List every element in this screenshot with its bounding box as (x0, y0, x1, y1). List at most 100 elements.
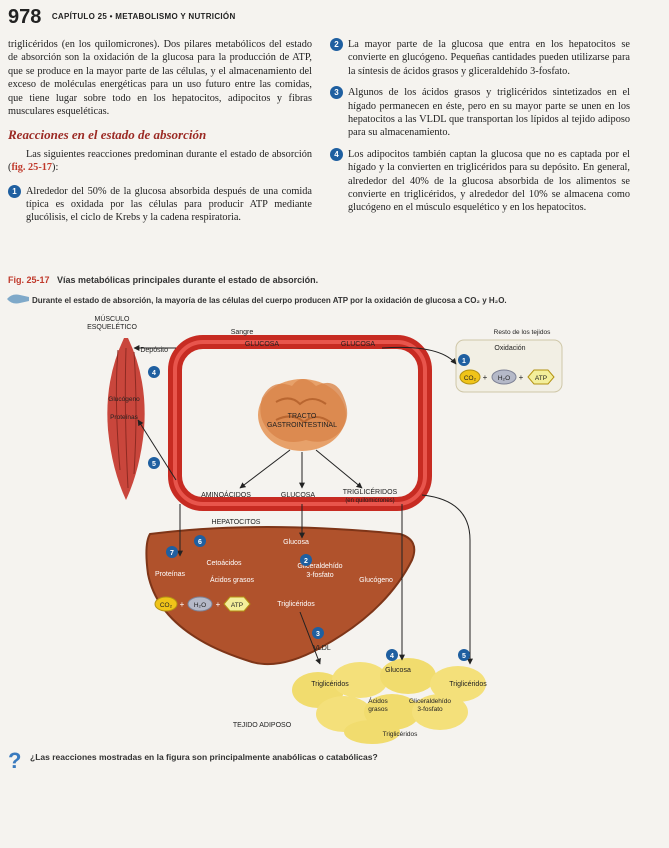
glucose-top-left: GLUCOSA (245, 341, 280, 348)
adipose-tg-right: Triglicéridos (449, 681, 487, 688)
liver-plus-2: + (216, 600, 221, 609)
paragraph-2-text: Las siguientes reacciones predominan dur… (8, 148, 312, 174)
figure-question: ¿Las reacciones mostradas en la figura s… (30, 752, 378, 762)
arrow-tg-adipose (421, 494, 473, 665)
plus-1: + (483, 373, 488, 382)
arrow-vldl (299, 611, 321, 665)
figure-reference-link[interactable]: fig. 25-17 (11, 162, 53, 174)
list-item-4: 4 Los adipocitos también captan la gluco… (330, 147, 630, 215)
badge-5-adipose-text: 5 (462, 653, 466, 660)
liver-atp-molecule (223, 596, 251, 612)
badge-6-liver (194, 535, 206, 547)
paragraph-2: Las siguientes reacciones predominan dur… (8, 148, 312, 175)
figure-note: Durante el estado de absorción, la mayor… (32, 296, 507, 305)
liver-atp-text: ATP (231, 602, 243, 609)
fatty-acids-label: Ácidos grasos (210, 575, 254, 584)
muscle-label-1: MÚSCULO (94, 314, 130, 323)
atp-text: ATP (535, 375, 547, 382)
badge-5-muscle-text: 5 (152, 461, 156, 468)
liver-outline (145, 526, 416, 666)
adipose-fa-1: Ácidos (368, 696, 388, 705)
list-item-3: 3 Algunos de los ácidos grasos y triglic… (330, 86, 630, 140)
adipose-label: TEJIDO ADIPOSO (233, 722, 292, 729)
badge-7-liver-text: 7 (170, 550, 174, 557)
badge-4-muscle (148, 366, 160, 378)
triglycerides-label: TRIGLICÉRIDOS (343, 487, 398, 496)
muscle-glycogen: Glucógeno (108, 396, 140, 403)
gi-label-2: GASTROINTESTINAL (267, 422, 337, 429)
svg-text:?: ? (8, 748, 21, 772)
co2-text: CO₂ (464, 375, 477, 382)
badge-6-liver-text: 6 (198, 539, 202, 546)
list-item-2: 2 La mayor parte de la glucosa que entra… (330, 38, 630, 78)
badge-2-liver-text: 2 (304, 558, 308, 565)
badge-1-tissues (458, 354, 470, 366)
number-badge-2: 2 (330, 38, 343, 51)
number-badge-3: 3 (330, 86, 343, 100)
amino-acids-label: AMINOÁCIDOS (201, 490, 251, 499)
paragraph-1: triglicéridos (en los quilomicrones). Do… (8, 39, 312, 118)
figure-label: Fig. 25-17 (8, 275, 50, 285)
badge-4-muscle-text: 4 (152, 370, 156, 377)
adipose-tissue-icon (292, 658, 486, 744)
atp-molecule (527, 369, 555, 385)
liver-plus-1: + (180, 600, 185, 609)
liver-glucose: Glucosa (283, 539, 309, 546)
badge-4-adipose-text: 4 (390, 653, 394, 660)
adipose-tg-bottom: Triglicéridos (383, 731, 419, 738)
left-column: triglicéridos (en los quilomicrones). Do… (8, 38, 312, 225)
co2-molecule (459, 369, 481, 385)
badge-3-vldl-text: 3 (316, 631, 320, 638)
h2o-text: H₂O (498, 375, 510, 382)
phosphate-label: 3-fosfato (306, 572, 333, 579)
keto-acids: Cetoácidos (206, 560, 242, 567)
liver-proteins: Proteínas (155, 571, 185, 578)
badge-1-tissues-text: 1 (462, 358, 466, 365)
muscle-proteins: Proteínas (110, 414, 139, 421)
section-heading: Reacciones en el estado de absorción (8, 127, 207, 143)
badge-4-adipose (386, 649, 398, 661)
adipose-fa-2: grasos (368, 706, 388, 713)
skeletal-muscle-icon (107, 338, 145, 500)
liver-co2-text: CO₂ (160, 602, 173, 609)
arrow-amino-muscle (137, 419, 177, 481)
number-badge-4: 4 (330, 147, 343, 161)
hepatocytes-label: HEPATOCITOS (212, 519, 261, 526)
number-badge-1: 1 (8, 184, 21, 198)
list-item-1-text: Alrededor del 50% de la glucosa absorbid… (26, 185, 312, 224)
list-item-4-text: Los adipocitos también captan la glucosa… (348, 148, 630, 214)
paragraph-2-end: ): (52, 162, 59, 174)
vldl-label: VLDL (313, 645, 331, 652)
tissues-label: Resto de los tejidos (494, 329, 551, 336)
right-column: 2 La mayor parte de la glucosa que entra… (330, 38, 630, 215)
muscle-label-2: ESQUELÉTICO (87, 322, 137, 331)
page-number: 978 (8, 6, 42, 28)
metabolic-diagram: TRACTO GASTROINTESTINAL GLUCOSA GLUCOSA … (0, 300, 669, 750)
running-title: CAPÍTULO 25 • METABOLISMO Y NUTRICIÓN (51, 12, 236, 21)
gi-label-1: TRACTO (288, 413, 317, 420)
arrow-glucose-tissues (381, 346, 457, 365)
list-item-1: 1 Alrededor del 50% de la glucosa absorb… (8, 184, 312, 225)
figure-caption: Fig. 25-17 Vías metabólicas principales … (8, 275, 318, 285)
badge-2-liver (300, 554, 312, 566)
glyceraldehyde-label: Gliceraldehído (297, 563, 342, 570)
liver-co2-molecule (154, 596, 178, 612)
liver-glycogen: Glucógeno (359, 577, 393, 584)
liver-triglycerides: Triglicéridos (277, 601, 315, 608)
blood-label: Sangre (231, 329, 254, 336)
glucose-top-right: GLUCOSA (341, 341, 376, 348)
plus-2: + (519, 373, 524, 382)
adipose-glyc-1: Gliceraldehído (409, 698, 451, 705)
badge-5-muscle (148, 457, 160, 469)
adipose-tg-left: Triglicéridos (311, 681, 349, 688)
badge-5-adipose (458, 649, 470, 661)
h2o-molecule (491, 369, 517, 385)
list-item-3-text: Algunos de los ácidos grasos y triglicér… (348, 87, 630, 139)
question-mark-icon: ? (6, 748, 26, 777)
arrow-gi-amino (239, 449, 291, 489)
adipose-glucose: Glucosa (385, 667, 411, 674)
glucose-bottom: GLUCOSA (281, 492, 316, 499)
liver-shape (146, 527, 415, 665)
figure-title: Vías metabólicas principales durante el … (57, 275, 319, 285)
oxidation-label: Oxidación (494, 345, 525, 352)
